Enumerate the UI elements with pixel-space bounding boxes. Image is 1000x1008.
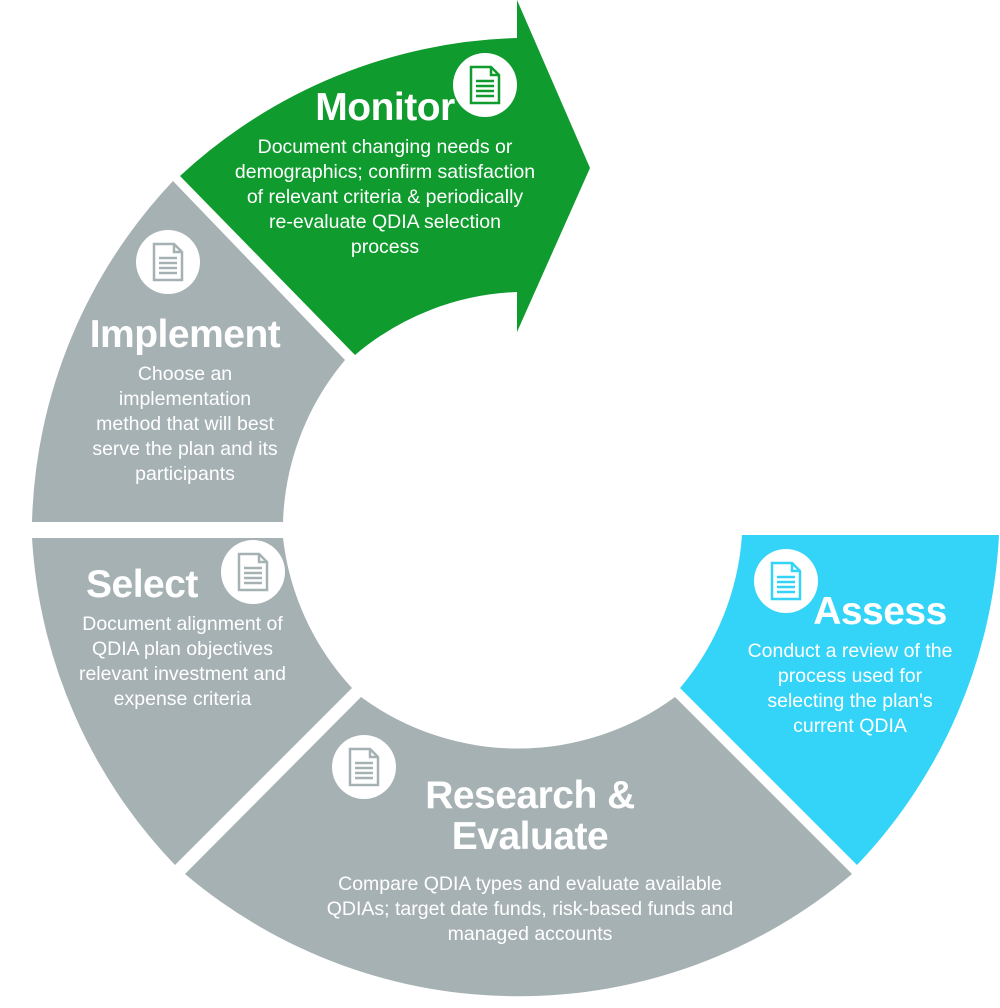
segment-implement — [32, 181, 345, 522]
stage-description: Compare QDIA types and evaluate availabl… — [326, 873, 734, 945]
stage-description: Choose an implementation method that wil… — [92, 362, 278, 485]
stage-assess: Assess Conduct a review of the process u… — [730, 590, 970, 739]
stage-research-evaluate: Research & Evaluate — [395, 774, 665, 858]
stage-title: Implement — [89, 313, 281, 356]
stage-research-description: Compare QDIA types and evaluate availabl… — [300, 872, 760, 947]
implement-document-icon — [136, 230, 200, 294]
stage-description: Conduct a review of the process used for… — [747, 639, 953, 737]
stage-title: Monitor — [315, 86, 455, 129]
assess-document-icon — [754, 549, 818, 613]
stage-select: Select Document alignment of QDIA plan o… — [70, 563, 300, 712]
segment-assess — [680, 535, 999, 865]
stage-title: Assess — [813, 590, 947, 633]
stage-monitor: Monitor Document changing needs or demog… — [225, 86, 545, 260]
monitor-document-icon — [453, 53, 517, 117]
stage-title: Research & Evaluate — [425, 774, 635, 858]
stage-description: Document changing needs or demographics;… — [234, 135, 536, 258]
stage-implement: Implement Choose an implementation metho… — [70, 313, 300, 487]
research-document-icon — [332, 735, 396, 799]
stage-title: Select — [86, 563, 198, 606]
stage-description: Document alignment of QDIA plan objectiv… — [78, 612, 287, 710]
segment-select — [32, 538, 352, 865]
select-document-icon — [221, 540, 285, 604]
